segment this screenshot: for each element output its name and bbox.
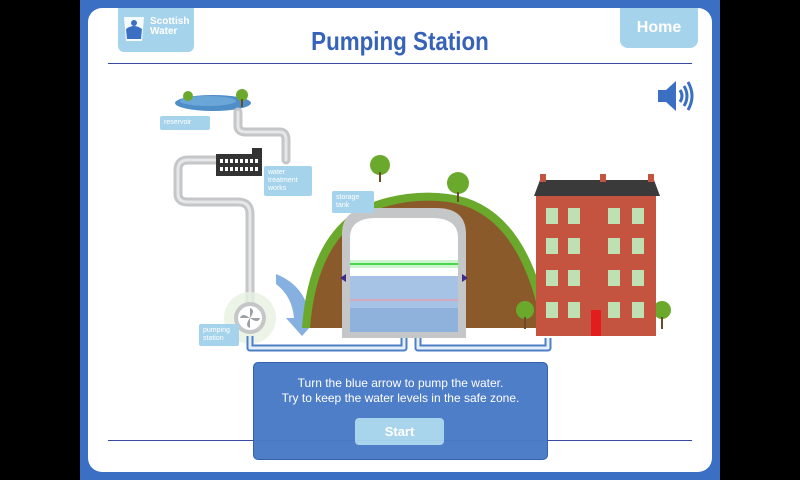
logo-line-2: Water [150, 26, 178, 37]
tenement-building [534, 174, 660, 336]
scottish-water-logo-icon [124, 17, 144, 41]
scottish-water-logo: Scottish Water [118, 8, 194, 52]
speaker-icon[interactable] [656, 78, 696, 114]
instruction-line-1: Turn the blue arrow to pump the water. [297, 376, 504, 390]
storage-tank-label: storage tank [332, 191, 374, 213]
logo-line-1: Scottish [150, 16, 190, 27]
treatment-works-label: water treatment works [264, 166, 312, 196]
reservoir-graphic [175, 89, 251, 111]
app-frame: Scottish Water Home Pumping Station [80, 0, 720, 480]
game-panel: Scottish Water Home Pumping Station [88, 8, 712, 472]
home-button[interactable]: Home [620, 8, 698, 48]
instruction-line-2: Try to keep the water levels in the safe… [281, 391, 520, 405]
logo-text: Scottish Water [150, 17, 189, 37]
page-title: Pumping Station [311, 26, 489, 56]
reservoir-label: reservoir [160, 116, 210, 130]
instructions-dialog: Turn the blue arrow to pump the water. T… [253, 362, 548, 460]
water-system-scene [173, 89, 671, 352]
start-button[interactable]: Start [355, 418, 444, 445]
treatment-works-graphic [216, 148, 262, 176]
pumping-station-label: pumping station [199, 324, 239, 346]
storage-tank [340, 208, 468, 338]
pipes [173, 107, 291, 311]
header-divider [108, 63, 692, 64]
